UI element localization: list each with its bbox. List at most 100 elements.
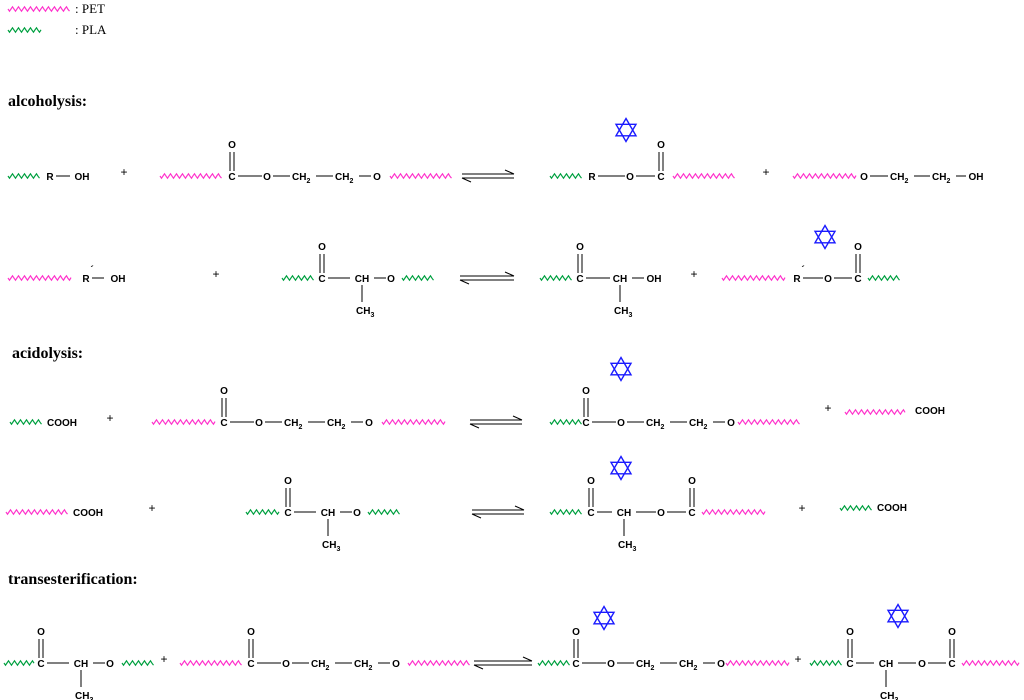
carbon-atom: C <box>318 274 325 285</box>
methylene-group-subscript: 2 <box>904 178 908 185</box>
carboxyl-group: COOH <box>47 418 77 429</box>
ester-oxygen: O <box>255 418 263 429</box>
star-triangle-down <box>813 230 837 250</box>
carbonyl-oxygen: O <box>948 627 956 638</box>
pla-chain <box>839 504 872 512</box>
methylene-group-main: CH <box>636 659 650 670</box>
carbon-atom: C <box>572 659 579 670</box>
ester-oxygen: O <box>717 659 725 670</box>
pet-chain <box>721 274 786 282</box>
methyl-group: CH3 <box>618 540 636 553</box>
carboxyl-group: COOH <box>73 508 103 519</box>
methyl-group-main: CH <box>880 691 894 700</box>
pet-chain <box>7 274 72 282</box>
star-triangle-down <box>614 123 638 143</box>
pet-chain <box>151 418 216 426</box>
methyl-group-subscript: 3 <box>89 697 93 700</box>
pet-chain <box>7 5 70 13</box>
plus-sign: + <box>120 165 127 179</box>
carbon-atom: C <box>854 274 861 285</box>
pet-chain <box>381 418 446 426</box>
ester-oxygen: O <box>918 659 926 670</box>
plus-sign: + <box>160 652 167 666</box>
plus-sign: + <box>824 401 831 415</box>
forward-arrow-head <box>522 656 533 662</box>
star-triangle-up <box>813 224 837 244</box>
methyl-group: CH3 <box>322 540 340 553</box>
methylene-group-main: CH <box>327 418 341 429</box>
pla-chain <box>867 274 900 282</box>
carboxyl-group: COOH <box>877 503 907 514</box>
ester-oxygen: O <box>392 659 400 670</box>
pla-chain <box>9 418 42 426</box>
methyl-group-main: CH <box>614 306 628 317</box>
star-triangle-down <box>609 362 633 382</box>
ester-oxygen: O <box>617 418 625 429</box>
ester-oxygen: O <box>353 508 361 519</box>
methylene-group-subscript: 2 <box>341 424 345 431</box>
carbonyl-oxygen: O <box>576 242 584 253</box>
methylene-group: CH2 <box>311 659 329 672</box>
plus-sign: + <box>690 267 697 281</box>
methyl-group: CH3 <box>614 306 632 319</box>
forward-arrow-head <box>514 505 525 511</box>
pet-chain <box>792 172 857 180</box>
equilibrium-arrows-icon <box>459 271 515 285</box>
star-triangle-up <box>609 356 633 376</box>
plus-sign: + <box>762 165 769 179</box>
methyl-group: CH3 <box>75 691 93 700</box>
six-pointed-star-icon <box>609 455 633 481</box>
methyl-group-subscript: 3 <box>894 697 898 700</box>
methylene-group-main: CH <box>354 659 368 670</box>
carbon-atom: C <box>37 659 44 670</box>
carbonyl-oxygen: O <box>572 627 580 638</box>
carbon-atom: C <box>247 659 254 670</box>
carbon-atom: C <box>587 508 594 519</box>
methylene-group: CH2 <box>679 659 697 672</box>
reverse-arrow-head <box>473 664 484 670</box>
methyl-group-main: CH <box>356 306 370 317</box>
pet-chain <box>961 659 1020 667</box>
pla-chain <box>539 274 572 282</box>
carbon-atom: C <box>846 659 853 670</box>
carbonyl-oxygen: O <box>247 627 255 638</box>
carbon-atom: C <box>582 418 589 429</box>
methyl-group-main: CH <box>322 540 336 551</box>
reverse-arrow-head <box>459 279 470 285</box>
hydroxyl-group: OH <box>111 274 126 285</box>
methine-group: CH <box>74 659 88 670</box>
ester-oxygen: O <box>727 418 735 429</box>
star-triangle-up <box>886 603 910 623</box>
methylene-group-subscript: 2 <box>650 665 654 672</box>
pet-chain <box>179 659 242 667</box>
star-triangle-down <box>886 609 910 629</box>
star-triangle-down <box>592 611 616 631</box>
star-triangle-up <box>592 605 616 625</box>
ester-oxygen: O <box>824 274 832 285</box>
methine-group: CH <box>879 659 893 670</box>
methine-group: CH <box>613 274 627 285</box>
methylene-group-main: CH <box>679 659 693 670</box>
carbon-atom: C <box>688 508 695 519</box>
carbon-atom: C <box>228 172 235 183</box>
plus-sign: + <box>106 411 113 425</box>
methylene-group-subscript: 2 <box>298 424 302 431</box>
methyl-group-main: CH <box>75 691 89 700</box>
ester-oxygen: O <box>607 659 615 670</box>
plus-sign: + <box>212 267 219 281</box>
six-pointed-star-icon <box>609 356 633 382</box>
equilibrium-arrows-icon <box>461 169 515 183</box>
pla-chain <box>7 172 40 180</box>
methylene-group: CH2 <box>890 172 908 185</box>
reverse-arrow-head <box>461 177 472 183</box>
methylene-group-subscript: 2 <box>660 424 664 431</box>
ester-oxygen: O <box>282 659 290 670</box>
methylene-group: CH2 <box>646 418 664 431</box>
six-pointed-star-icon <box>886 603 910 629</box>
r-prime-group: R <box>82 274 90 285</box>
methylene-group: CH2 <box>636 659 654 672</box>
forward-arrow-head <box>512 415 523 421</box>
methyl-group-main: CH <box>618 540 632 551</box>
prime-mark: ´ <box>90 265 93 276</box>
